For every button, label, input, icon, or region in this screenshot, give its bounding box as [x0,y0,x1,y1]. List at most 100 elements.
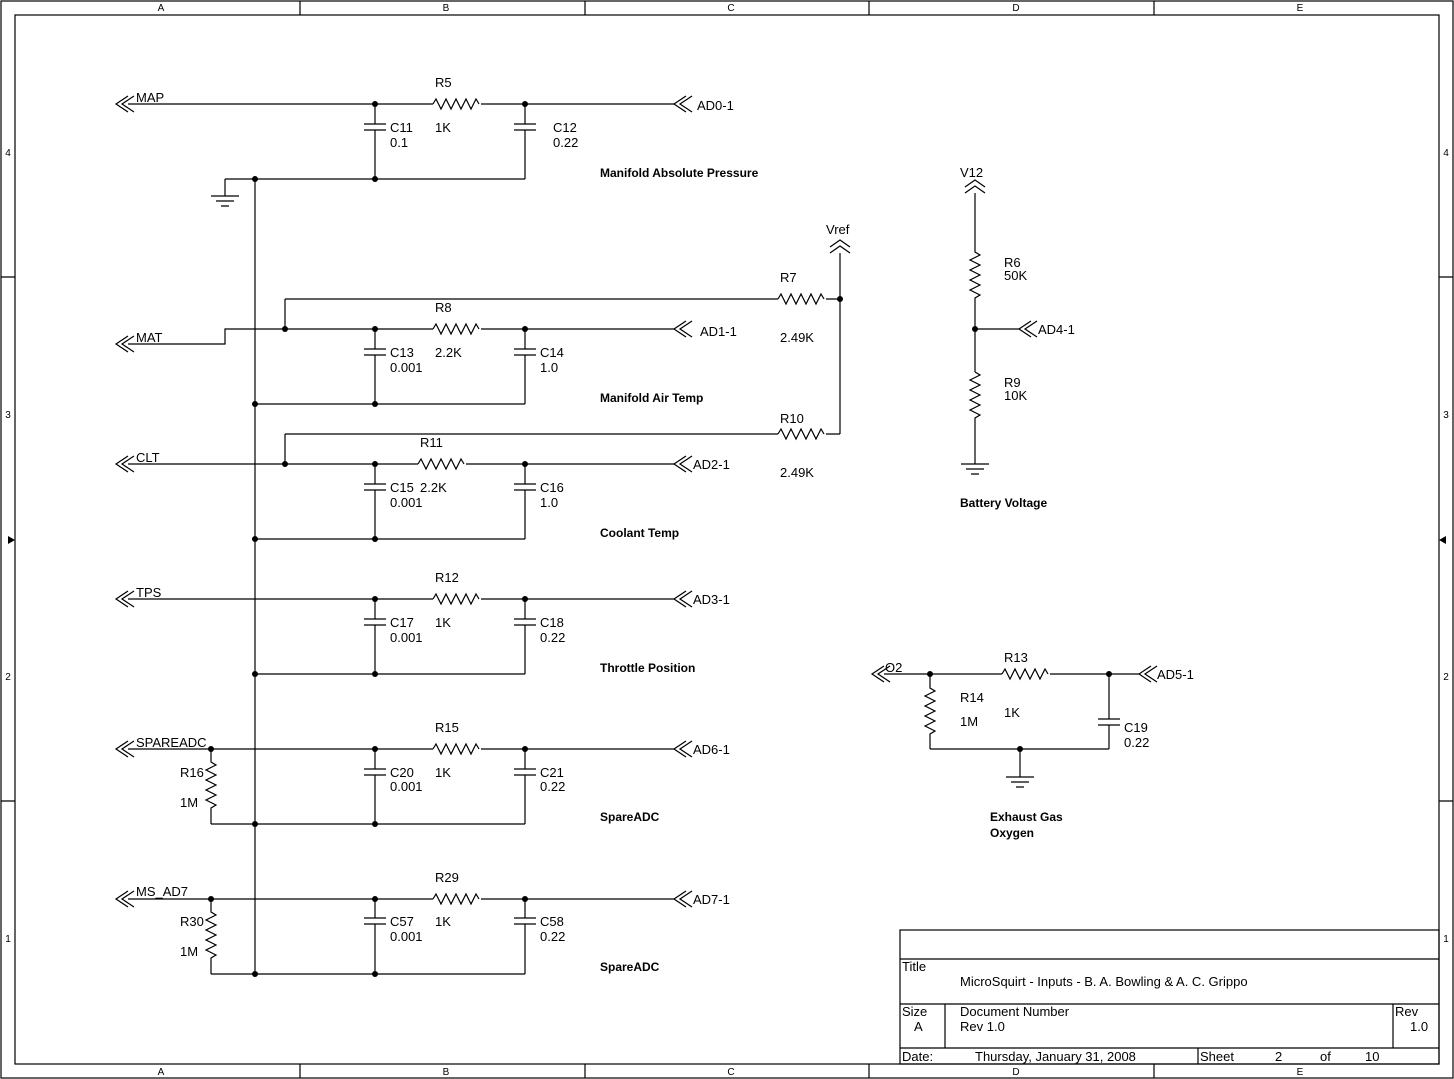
r6-value: 50K [1004,268,1027,283]
r6-ref: R6 [1004,255,1021,270]
tps-filter-circuit: TPS AD3-1 R12 1K C17 0.001 C18 0.22 Thro… [114,570,730,677]
c16-value: 1.0 [540,495,558,510]
c21-ref: C21 [540,765,564,780]
r15-value: 1K [435,765,451,780]
r13-ref: R13 [1004,650,1028,665]
size-label: Size [902,1004,927,1019]
rev-value: 1.0 [1410,1019,1428,1034]
c15-ref: C15 [390,480,414,495]
section-title-ego-line2: Oxygen [990,826,1034,840]
frame-row-4-right: 4 [1443,148,1449,159]
frame-col-d-bottom: D [1012,1067,1019,1078]
date-value: Thursday, January 31, 2008 [975,1049,1136,1064]
c14-value: 1.0 [540,360,558,375]
r10-value: 2.49K [780,465,814,480]
c18-ref: C18 [540,615,564,630]
c57-ref: C57 [390,914,414,929]
net-label-map: MAP [136,90,164,105]
c20-value: 0.001 [390,779,423,794]
net-label-tps: TPS [136,585,162,600]
net-label-vref: Vref [826,222,850,237]
section-title-ego-line1: Exhaust Gas [990,810,1063,824]
c18-value: 0.22 [540,630,565,645]
r11-ref: R11 [420,435,443,450]
ms-ad7-filter-circuit: MS_AD7 AD7-1 R30 1M R29 1K C57 0.001 C58… [114,870,730,977]
port-ad3: AD3-1 [693,592,730,607]
r16-ref: R16 [180,765,204,780]
date-label: Date: [902,1049,933,1064]
port-ad6: AD6-1 [693,742,730,757]
r30-ref: R30 [180,914,204,929]
section-title-battery: Battery Voltage [960,496,1047,510]
section-title-map: Manifold Absolute Pressure [600,166,759,180]
c58-ref: C58 [540,914,564,929]
c17-value: 0.001 [390,630,423,645]
r7-value: 2.49K [780,330,814,345]
frame-row-3-right: 3 [1443,410,1449,421]
r14-ref: R14 [960,690,984,705]
frame-row-3: 3 [5,410,11,421]
net-label-mat: MAT [136,330,163,345]
frame-col-a: A [158,3,165,14]
c15-value: 0.001 [390,495,423,510]
frame-col-e-bottom: E [1297,1067,1304,1078]
port-ad0: AD0-1 [697,98,734,113]
c19-value: 0.22 [1124,735,1149,750]
c13-value: 0.001 [390,360,423,375]
r15-ref: R15 [435,720,459,735]
frame-row-1-right: 1 [1443,934,1449,945]
c11-value: 0.1 [390,135,408,150]
section-title-spare2: SpareADC [600,960,660,974]
document-number-label: Document Number [960,1004,1070,1019]
port-ad2: AD2-1 [693,457,730,472]
r5-ref: R5 [435,75,452,90]
c12-ref: C12 [553,120,577,135]
frame-row-1: 1 [5,934,11,945]
drawing-title: MicroSquirt - Inputs - B. A. Bowling & A… [960,974,1248,989]
frame-col-b: B [443,3,450,14]
rev-label: Rev [1395,1004,1419,1019]
spareadc-filter-circuit: SPAREADC AD6-1 R16 1M R15 1K C20 0.001 C… [114,720,730,827]
c19-ref: C19 [1124,720,1148,735]
section-title-clt: Coolant Temp [600,526,679,540]
frame-row-2: 2 [5,672,11,683]
battery-voltage-divider: V12 AD4-1 R6 50K R9 10K Battery Voltage [960,165,1075,510]
c17-ref: C17 [390,615,414,630]
port-ad7: AD7-1 [693,892,730,907]
r5-value: 1K [435,120,451,135]
frame-col-c: C [727,3,734,14]
r11-value: 2.2K [420,480,447,495]
c16-ref: C16 [540,480,564,495]
frame-col-a-bottom: A [158,1067,165,1078]
port-ad4: AD4-1 [1038,322,1075,337]
map-filter-circuit: MAP AD0-1 R5 1K C11 0.1 C12 0.22 Manifol… [114,75,759,182]
c12-value: 0.22 [553,135,578,150]
c11-ref: C11 [390,120,413,135]
r16-value: 1M [180,795,198,810]
c14-ref: C14 [540,345,564,360]
clt-filter-circuit: CLT AD2-1 R11 2.2K C15 0.001 C16 1.0 Coo… [114,435,730,542]
net-label-spareadc: SPAREADC [136,735,207,750]
r14-value: 1M [960,714,978,729]
frame-col-d: D [1012,3,1019,14]
r12-value: 1K [435,615,451,630]
r10-ref: R10 [780,411,804,426]
title-block: Title MicroSquirt - Inputs - B. A. Bowli… [899,929,1440,1065]
c20-ref: C20 [390,765,414,780]
r8-ref: R8 [435,300,452,315]
r30-value: 1M [180,944,198,959]
c13-ref: C13 [390,345,414,360]
section-title-tps: Throttle Position [600,661,695,675]
port-ad5: AD5-1 [1157,667,1194,682]
ground-bus [211,178,256,974]
frame-row-4: 4 [5,148,11,159]
net-label-o2: O2 [885,660,902,675]
r29-ref: R29 [435,870,459,885]
r9-value: 10K [1004,388,1027,403]
net-label-ms-ad7: MS_AD7 [136,884,188,899]
sheet-of-label: of [1320,1049,1331,1064]
document-number-value: Rev 1.0 [960,1019,1005,1034]
r8-value: 2.2K [435,345,462,360]
